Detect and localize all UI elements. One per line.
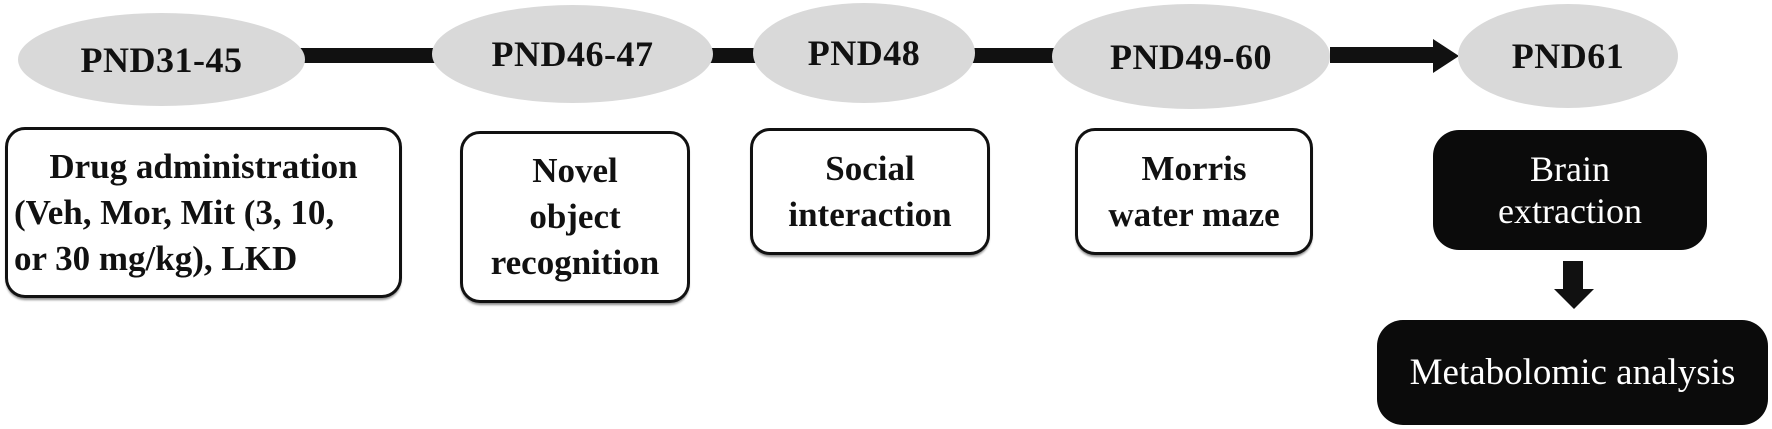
task-text-line: interaction: [788, 194, 952, 234]
down-arrow-shaft: [1563, 261, 1583, 290]
task-text-line: (Veh, Mor, Mit (3, 10,: [14, 192, 335, 232]
timeline-connector-line: [970, 48, 1056, 63]
task-text-line: Drug administration: [49, 146, 358, 186]
task-text-line: or 30 mg/kg), LKD: [14, 238, 298, 278]
task-text-line: extraction: [1498, 191, 1642, 231]
timeline-node-label: PND49-60: [1110, 36, 1272, 77]
task-box-morris-water-maze: Morris water maze: [1075, 128, 1313, 255]
task-text-line: water maze: [1108, 194, 1280, 234]
task-box-metabolomic-analysis: Metabolomic analysis: [1377, 320, 1768, 425]
timeline-arrow-shaft: [1330, 47, 1434, 63]
timeline-node-pnd31-45: PND31-45: [18, 13, 305, 106]
task-text-line: Brain: [1530, 149, 1610, 189]
timeline-node-pnd48: PND48: [753, 3, 975, 103]
task-text-line: object: [529, 197, 621, 236]
task-box-novel-object-recognition: Novel object recognition: [460, 131, 690, 303]
task-text-line: Novel: [532, 151, 618, 190]
timeline-node-pnd46-47: PND46-47: [432, 5, 713, 103]
timeline-node-label: PND46-47: [491, 34, 654, 74]
task-text-line: Metabolomic analysis: [1409, 351, 1736, 393]
timeline-arrow-head-icon: [1433, 39, 1459, 73]
timeline-node-label: PND48: [807, 33, 921, 73]
timeline-node-pnd49-60: PND49-60: [1052, 4, 1330, 109]
task-box-brain-extraction: Brain extraction: [1433, 130, 1707, 250]
timeline-node-pnd61: PND61: [1458, 4, 1678, 108]
task-text-line: recognition: [490, 243, 660, 282]
task-box-social-interaction: Social interaction: [750, 128, 990, 255]
timeline-node-label: PND31-45: [80, 39, 243, 80]
timeline-node-label: PND61: [1511, 36, 1625, 76]
task-text-line: Morris: [1141, 148, 1247, 188]
down-arrow-head-icon: [1554, 289, 1594, 309]
task-text-line: Social: [825, 148, 915, 188]
timeline-connector-line: [708, 48, 758, 63]
task-box-drug-administration: Drug administration (Veh, Mor, Mit (3, 1…: [5, 127, 402, 298]
timeline-connector-line: [298, 48, 438, 63]
